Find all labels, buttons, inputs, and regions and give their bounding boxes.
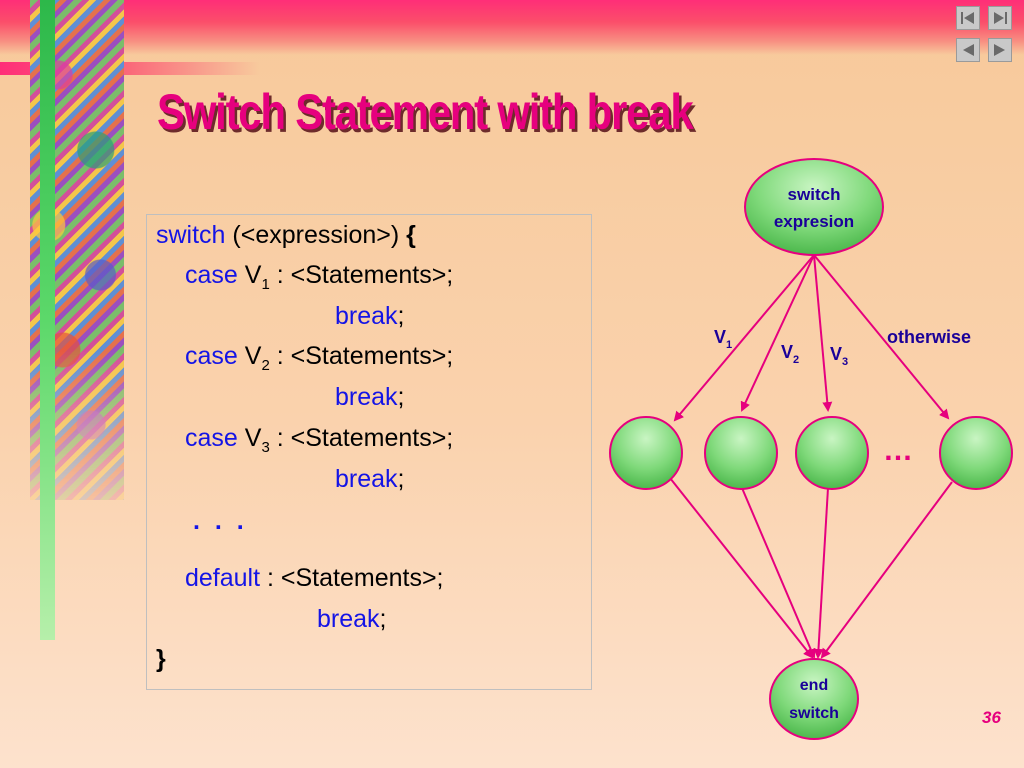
previous-slide-icon: [963, 44, 974, 56]
arrow-otherwise-to-end: [820, 481, 953, 659]
keyword-break: break: [335, 302, 398, 330]
case-value: V1: [244, 261, 270, 293]
keyword-break: break: [335, 383, 398, 411]
code-line-break-1: break;: [335, 302, 405, 330]
branch-label-otherwise: otherwise: [887, 327, 971, 347]
start-node-label-2: expresion: [774, 212, 854, 231]
arrow-to-otherwise: [813, 254, 950, 420]
end-node-label-1: end: [800, 677, 828, 694]
arrow-to-case-1: [673, 254, 815, 422]
case-node-1: [609, 416, 683, 490]
case-value: V2: [244, 342, 270, 374]
case-statements: : <Statements>;: [276, 424, 454, 452]
decorative-green-bar: [40, 0, 55, 640]
switch-expression-node: [744, 158, 884, 256]
arrow-case-2-to-end: [741, 487, 816, 659]
branch-label-v2: V2: [781, 342, 799, 366]
next-slide-button[interactable]: [988, 38, 1012, 62]
code-line-case-1: case V1 : <Statements>;: [185, 261, 453, 293]
case-node-2: [704, 416, 778, 490]
case-statements: : <Statements>;: [276, 342, 454, 370]
code-line-switch: switch (<expression>) {: [156, 221, 416, 250]
case-statements: : <Statements>;: [276, 261, 454, 289]
arrow-to-case-2: [740, 254, 815, 412]
slide-title: Switch Statement with break: [157, 84, 694, 140]
first-slide-icon: [961, 12, 974, 24]
close-brace: }: [156, 645, 166, 673]
keyword-default: default: [185, 564, 261, 592]
end-switch-node: [769, 658, 859, 740]
code-block: switch (<expression>) { case V1 : <State…: [146, 214, 592, 690]
keyword-case: case: [185, 424, 238, 452]
open-brace: {: [406, 221, 416, 249]
last-slide-icon: [994, 12, 1007, 24]
code-line-break-4: break;: [317, 605, 387, 633]
branch-label-v1: V1: [714, 327, 732, 351]
keyword-break: break: [335, 465, 398, 493]
next-slide-icon: [994, 44, 1005, 56]
code-line-default: default : <Statements>;: [185, 564, 444, 593]
last-slide-button[interactable]: [988, 6, 1012, 30]
end-node-label-2: switch: [789, 705, 839, 722]
case-value: V3: [244, 424, 270, 456]
keyword-case: case: [185, 261, 238, 289]
page-number: 36: [982, 708, 1001, 727]
code-line-case-2: case V2 : <Statements>;: [185, 342, 453, 374]
arrow-case-3-to-end: [813, 487, 829, 659]
switch-flow-diagram: switch expresion V1 V2 V3 otherwise … en…: [609, 158, 1013, 740]
code-line-case-3: case V3 : <Statements>;: [185, 424, 453, 456]
code-line-break-3: break;: [335, 465, 405, 493]
default-statements: : <Statements>;: [267, 564, 444, 592]
code-ellipsis: . . .: [193, 507, 248, 535]
previous-slide-button[interactable]: [956, 38, 980, 62]
keyword-break: break: [317, 605, 380, 633]
branch-label-v3: V3: [830, 344, 848, 368]
first-slide-button[interactable]: [956, 6, 980, 30]
diagram-ellipsis: …: [883, 434, 913, 467]
switch-expression: (<expression>): [232, 221, 400, 249]
top-banner: [0, 0, 1024, 55]
code-line-break-2: break;: [335, 383, 405, 411]
arrow-case-1-to-end: [669, 477, 814, 659]
arrow-to-case-3: [813, 254, 833, 412]
otherwise-node: [939, 416, 1013, 490]
keyword-switch: switch: [156, 221, 226, 249]
case-node-3: [795, 416, 869, 490]
keyword-case: case: [185, 342, 238, 370]
start-node-label-1: switch: [788, 185, 841, 204]
